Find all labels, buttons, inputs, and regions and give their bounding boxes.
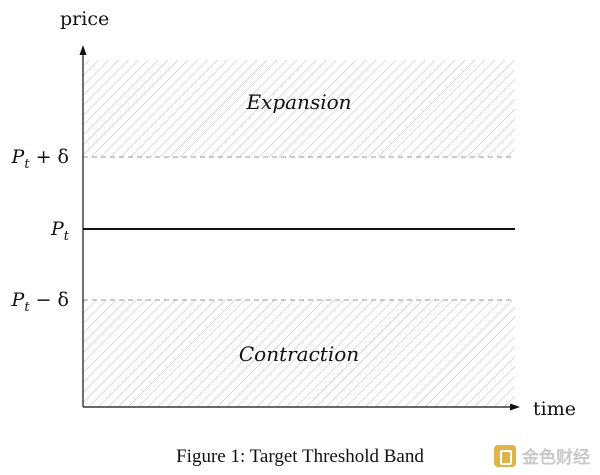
- x-axis-arrow: [510, 403, 520, 411]
- x-axis-label: time: [533, 398, 576, 420]
- expansion-region: [83, 60, 515, 157]
- upper-level-label: Pt + δ: [11, 146, 69, 172]
- contraction-label: Contraction: [239, 342, 359, 366]
- watermark-text: 金色财经: [522, 448, 590, 468]
- figure-caption: Figure 1: Target Threshold Band: [176, 446, 424, 467]
- watermark-logo-icon: [494, 444, 516, 467]
- center-level-label: Pt: [50, 218, 70, 244]
- contraction-region: [83, 300, 515, 407]
- y-axis-label: price: [60, 8, 109, 30]
- expansion-label: Expansion: [245, 90, 351, 114]
- lower-level-label: Pt − δ: [11, 289, 69, 315]
- y-axis-arrow: [79, 45, 87, 55]
- watermark: 金色财经: [494, 443, 590, 468]
